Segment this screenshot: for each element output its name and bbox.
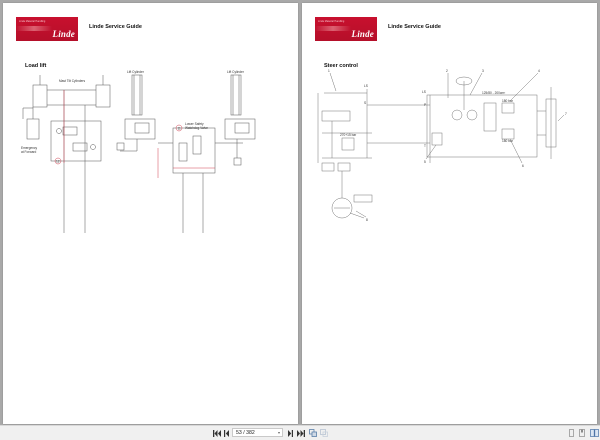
label-flow: 125/80 - 200cm³	[482, 91, 505, 95]
guide-title: Linde Service Guide	[89, 24, 142, 30]
logo-brand: Linde	[351, 29, 374, 39]
callout-1: 1	[328, 69, 330, 73]
label-t: T	[424, 144, 426, 148]
logo-brand: Linde	[52, 29, 75, 39]
single-page-icon	[568, 429, 574, 437]
section-title: Steer control	[324, 63, 358, 69]
page-number-input[interactable]: 53 / 382 ▾	[232, 428, 283, 437]
load-lift-hydraulic-diagram: Mast Tilt Cylinders Lift Cylinder Lift C…	[21, 70, 256, 233]
page-right: Linde Material Handling Linde Linde Serv…	[302, 3, 597, 424]
label-valve-pressure: 270+15 bar	[340, 133, 357, 137]
guide-title: Linde Service Guide	[388, 24, 441, 30]
linde-logo: Linde Material Handling Linde	[16, 17, 78, 41]
callout-4: 4	[538, 69, 540, 73]
bookmark-icon	[579, 429, 585, 437]
callout-5: 5	[424, 160, 426, 164]
section-title: Load lift	[25, 63, 47, 69]
first-page-icon	[212, 429, 221, 437]
label-lower-safety: Lower Safety	[185, 122, 204, 126]
two-page-view-button[interactable]	[589, 429, 599, 437]
label-relief-1: 180 bar	[502, 99, 514, 103]
last-page-icon	[296, 429, 305, 437]
callout-8: 8	[366, 218, 368, 222]
label-s: S	[364, 101, 366, 105]
label-lift-cylinder-1: Lift Cylinder	[127, 70, 145, 74]
page-left: Linde Material Handling Linde Linde Serv…	[3, 3, 298, 424]
label-emergency: Emergency	[21, 146, 38, 150]
label-relief-2: 180 bar	[502, 139, 514, 143]
callout-2: 2	[446, 69, 448, 73]
label-mast-tilt: Mast Tilt Cylinders	[59, 79, 85, 83]
label-lift-cylinder-2: Lift Cylinder	[227, 70, 245, 74]
next-page-icon	[287, 429, 293, 437]
fit-page-button[interactable]	[319, 429, 328, 437]
single-page-view-button[interactable]	[567, 429, 575, 437]
next-page-button[interactable]	[286, 429, 294, 437]
logo-stripe	[315, 26, 351, 31]
bookmark-view-button[interactable]	[578, 429, 586, 437]
callout-7: 7	[565, 112, 567, 116]
label-p: P	[424, 103, 426, 107]
label-ls-2: LS	[422, 90, 426, 94]
callout-6: 6	[522, 164, 524, 168]
copy-icon	[308, 429, 317, 437]
logo-tagline: Linde Material Handling	[19, 20, 46, 23]
navigation-toolbar: 53 / 382 ▾	[0, 425, 600, 440]
two-page-view-icon	[589, 429, 599, 437]
linde-logo: Linde Material Handling Linde	[315, 17, 377, 41]
previous-page-icon	[223, 429, 229, 437]
label-watchdog-valve: Watchdog Valve	[185, 126, 208, 130]
copy-button[interactable]	[308, 429, 317, 437]
logo-stripe	[16, 26, 52, 31]
document-viewer[interactable]: Linde Material Handling Linde Linde Serv…	[0, 0, 600, 425]
callout-12: 12	[56, 160, 60, 164]
last-page-button[interactable]	[296, 429, 305, 437]
first-page-button[interactable]	[212, 429, 221, 437]
previous-page-button[interactable]	[222, 429, 230, 437]
fit-page-icon	[319, 429, 328, 437]
label-ls-1: LS	[364, 84, 368, 88]
callout-3: 3	[482, 69, 484, 73]
steer-control-hydraulic-diagram: LS LS S P T 125/80 - 200cm³ 180 bar 180 …	[317, 69, 567, 222]
page-dropdown-icon[interactable]: ▾	[277, 430, 280, 435]
page-number-text: 53 / 382	[236, 430, 255, 436]
label-at-forward: at Forward	[21, 150, 36, 154]
callout-11: 11	[178, 127, 182, 131]
logo-tagline: Linde Material Handling	[318, 20, 345, 23]
